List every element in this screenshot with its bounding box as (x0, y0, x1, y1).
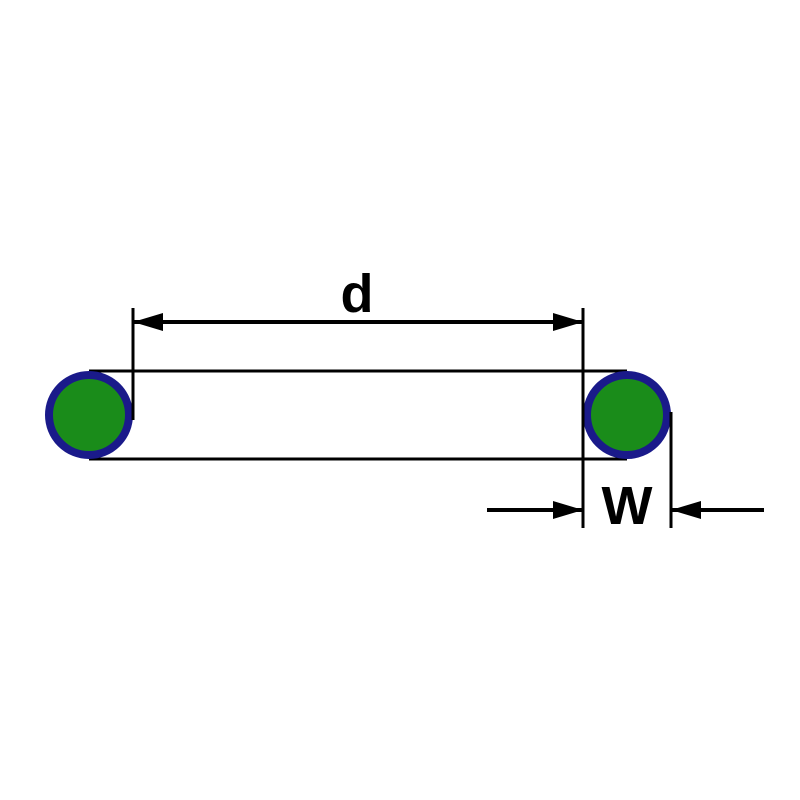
o-ring-profile (89, 369, 627, 461)
cross-section-circle-left (45, 371, 133, 459)
arrowhead-d-right (553, 313, 583, 331)
dimension-d: d (131, 264, 585, 528)
arrowhead-w-right (671, 501, 701, 519)
dimension-w: W (487, 412, 764, 536)
arrowhead-d-left (133, 313, 163, 331)
dimension-w-label: W (602, 476, 653, 536)
cross-section-circle-right (583, 371, 671, 459)
arrowhead-w-left (553, 501, 583, 519)
dimension-d-label: d (341, 264, 374, 324)
